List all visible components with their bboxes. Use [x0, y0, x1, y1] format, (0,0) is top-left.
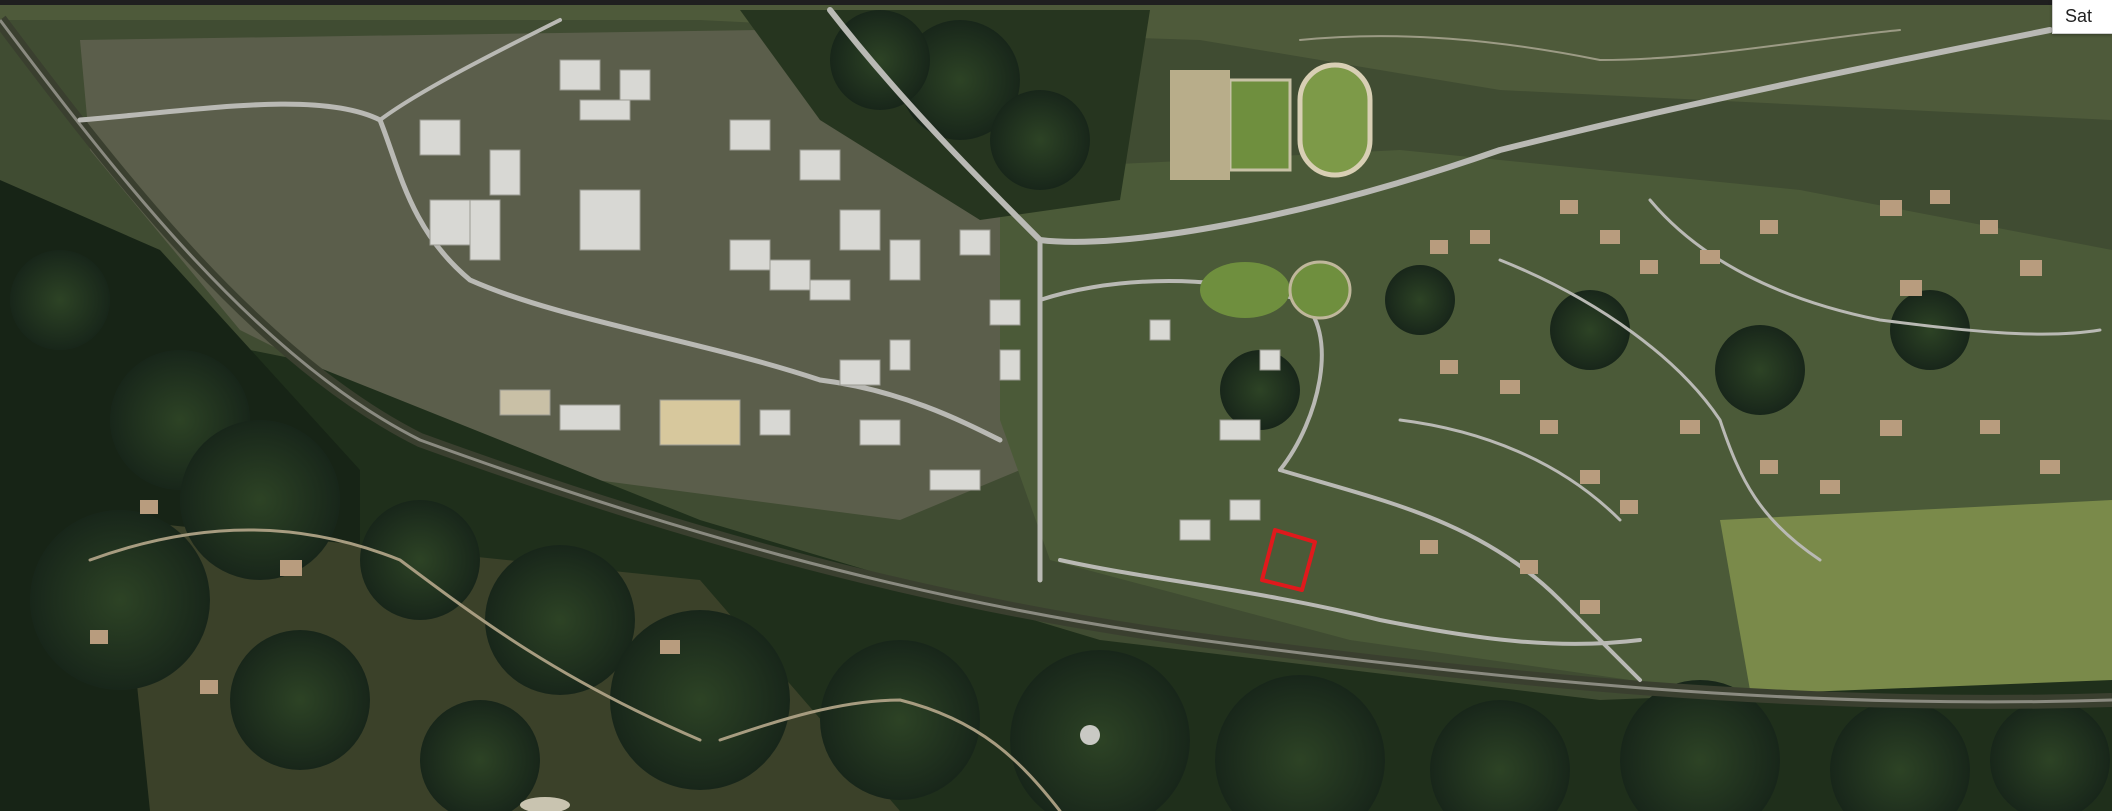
map-type-satellite-button[interactable]: Sat [2052, 0, 2112, 34]
road-residential-b [1648, 198, 2102, 336]
buildings [419, 59, 1281, 541]
road-network [77, 7, 2102, 811]
water-tank [1080, 725, 1100, 745]
track-north [1297, 62, 1373, 178]
field-campus-left [1200, 262, 1290, 318]
road-residential-c [1398, 418, 1622, 522]
clearing-south [520, 797, 570, 811]
golf-course [1720, 500, 2112, 700]
field-campus-right [1288, 260, 1352, 320]
road-north-spur [378, 18, 562, 122]
road-trail-south [718, 698, 1062, 811]
field-north-left [1228, 78, 1292, 172]
highlighted-parcel-outline[interactable] [1260, 528, 1317, 592]
sports-fields [1170, 62, 1373, 320]
road-office-loop [77, 101, 1003, 443]
houses [90, 190, 2060, 694]
hillside-dry-grass [0, 0, 2112, 120]
road-highway-diagonal [827, 7, 2053, 245]
field-dirt-pad [1170, 70, 1230, 180]
office-park-area [80, 30, 1020, 520]
road-residential-a [1498, 258, 1822, 562]
road-trail-southwest [88, 528, 702, 742]
rail-line [0, 19, 2112, 704]
map-top-border [0, 0, 2112, 5]
road-south-frontage [1058, 558, 1642, 646]
road-north-trail [1299, 29, 1901, 62]
